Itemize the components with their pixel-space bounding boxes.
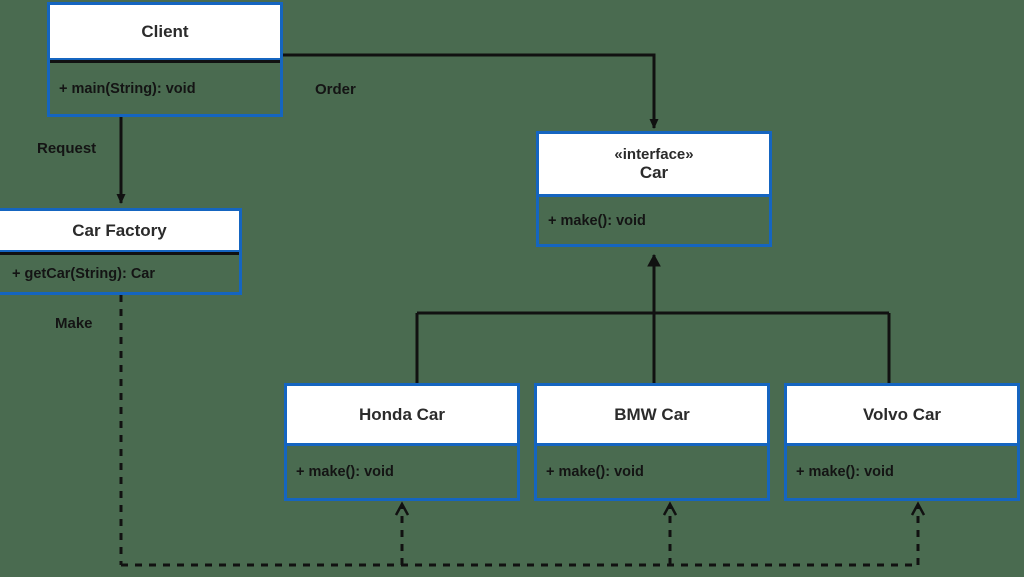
class-name-honda-car: Honda Car bbox=[359, 404, 445, 424]
method-label: + main(String): void bbox=[59, 80, 196, 97]
class-name-client: Client bbox=[141, 21, 189, 41]
method-label: + make(): void bbox=[546, 464, 644, 480]
class-name-car-interface: Car bbox=[639, 162, 669, 182]
method-label: + make(): void bbox=[796, 464, 894, 480]
class-methods-volvo-car: + make(): void bbox=[787, 446, 1017, 498]
edge-label-make: Make bbox=[55, 315, 93, 332]
class-methods-bmw-car: + make(): void bbox=[537, 446, 767, 498]
class-box-car-interface[interactable]: «interface» Car + make(): void bbox=[536, 131, 772, 247]
method-label: + make(): void bbox=[548, 212, 646, 229]
class-header-client: Client bbox=[50, 5, 280, 61]
class-box-volvo-car[interactable]: Volvo Car + make(): void bbox=[784, 383, 1020, 501]
class-name-bmw-car: BMW Car bbox=[614, 404, 690, 424]
class-stereotype-car-interface: «interface» bbox=[614, 145, 694, 163]
class-header-car-factory: Car Factory bbox=[0, 211, 239, 253]
class-box-bmw-car[interactable]: BMW Car + make(): void bbox=[534, 383, 770, 501]
class-methods-car-interface: + make(): void bbox=[539, 197, 769, 244]
class-box-car-factory[interactable]: Car Factory + getCar(String): Car bbox=[0, 208, 242, 295]
class-header-bmw-car: BMW Car bbox=[537, 386, 767, 446]
class-methods-honda-car: + make(): void bbox=[287, 446, 517, 498]
class-header-car-interface: «interface» Car bbox=[539, 134, 769, 197]
class-box-client[interactable]: Client + main(String): void bbox=[47, 2, 283, 117]
class-header-volvo-car: Volvo Car bbox=[787, 386, 1017, 446]
class-methods-client: + main(String): void bbox=[50, 60, 280, 114]
class-name-volvo-car: Volvo Car bbox=[862, 404, 942, 424]
edge-label-order: Order bbox=[315, 81, 356, 98]
class-methods-car-factory: + getCar(String): Car bbox=[0, 252, 239, 292]
class-header-honda-car: Honda Car bbox=[287, 386, 517, 446]
edge-inheritance-tree bbox=[415, 253, 891, 385]
method-label: + getCar(String): Car bbox=[12, 265, 156, 282]
method-label: + make(): void bbox=[296, 464, 394, 480]
class-name-car-factory: Car Factory bbox=[72, 220, 167, 240]
class-box-honda-car[interactable]: Honda Car + make(): void bbox=[284, 383, 520, 501]
edge-label-request: Request bbox=[37, 140, 97, 157]
